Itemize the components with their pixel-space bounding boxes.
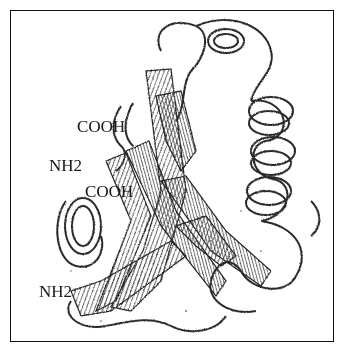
figure-frame: COOH NH2 COOH NH2 [10,10,334,342]
label-cooh-top: COOH [77,118,125,135]
helix-right-stack [246,97,295,221]
label-nh2-upper: NH2 [49,157,82,174]
label-nh2-lower: NH2 [39,283,72,300]
loop-top-right [196,20,272,101]
label-cooh-middle: COOH [85,183,133,200]
